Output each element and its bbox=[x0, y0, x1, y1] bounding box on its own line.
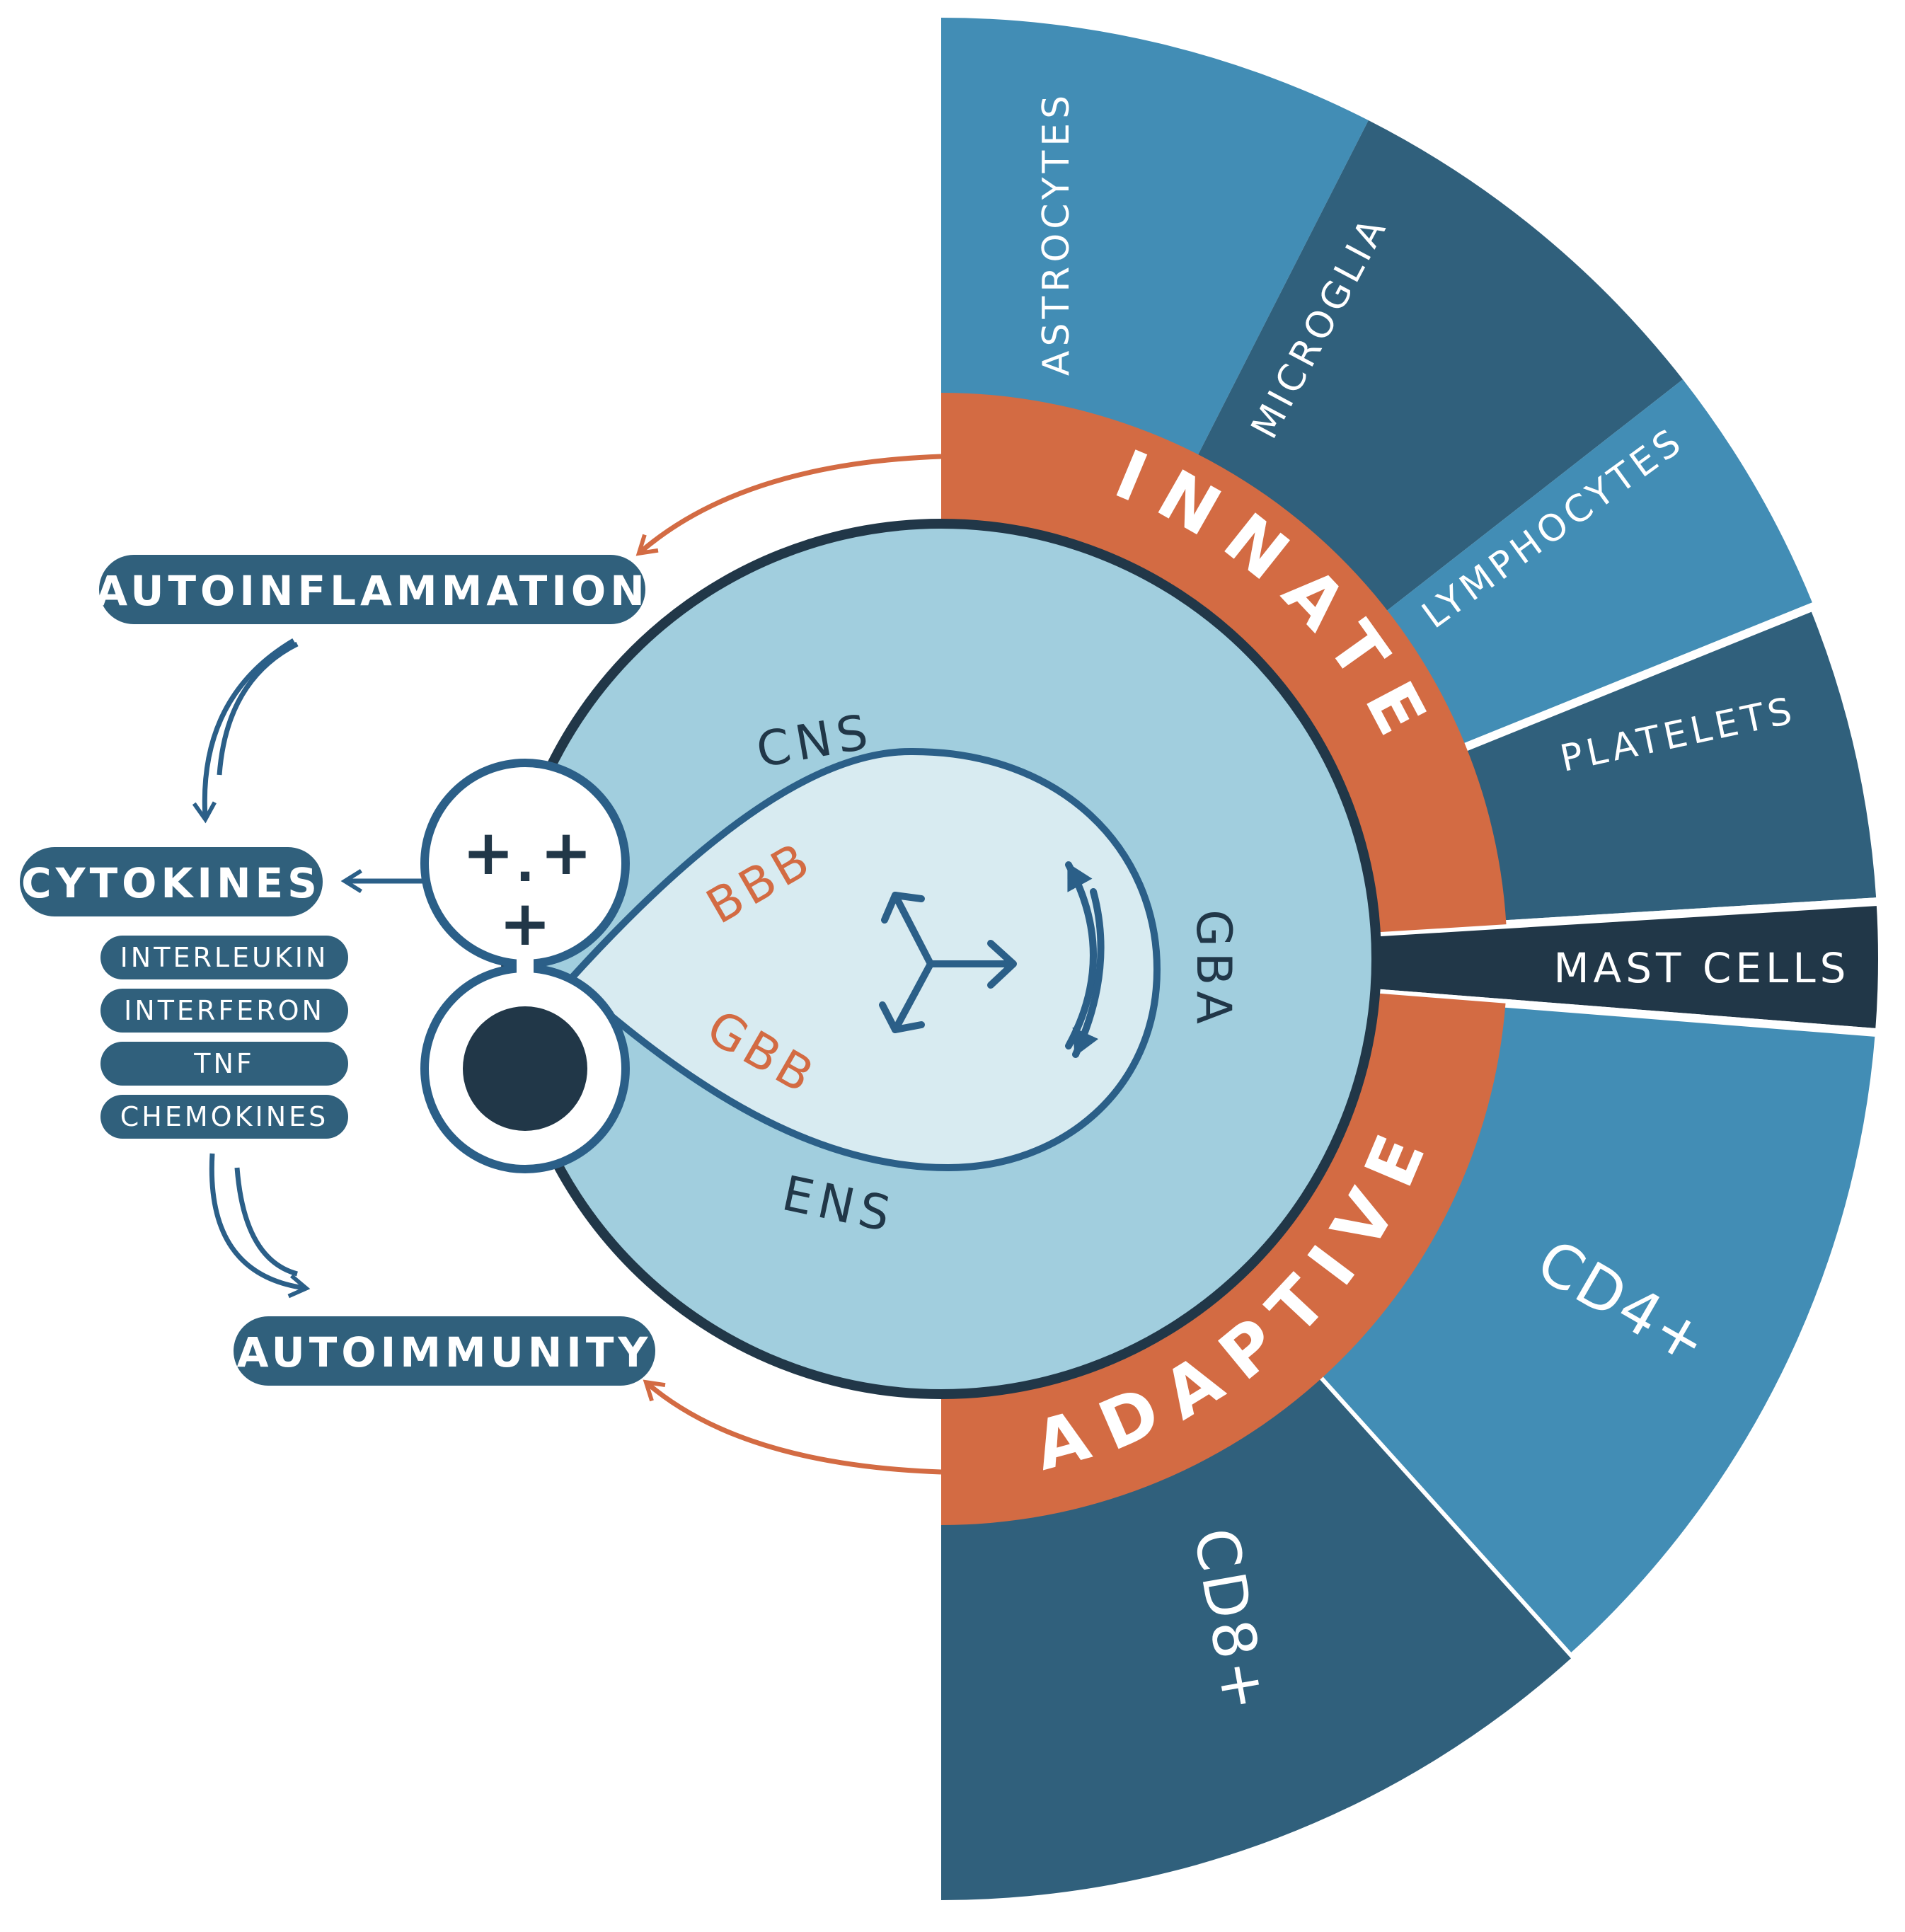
three-way-arrow-icon bbox=[879, 892, 1017, 1033]
cytokine-item-label: INTERLEUKIN bbox=[120, 942, 329, 973]
segment-label-mast-cells: MAST CELLS bbox=[1554, 944, 1851, 992]
cytokines-pill: CYTOKINES bbox=[20, 847, 323, 916]
segment-label-astrocytes: ASTROCYTES bbox=[1035, 91, 1078, 376]
autoimmunity-pill: AUTOIMMUNITY bbox=[234, 1316, 655, 1386]
plus-symbol-3: + bbox=[499, 887, 551, 960]
autoinflammation-pill: AUTOINFLAMMATION bbox=[96, 555, 648, 624]
svg-text:AUTOIMMUNITY: AUTOIMMUNITY bbox=[237, 1328, 652, 1376]
plus-symbol-2: + bbox=[540, 816, 592, 889]
dot-symbol: . bbox=[516, 835, 535, 893]
feedback-arrow-icon bbox=[635, 454, 942, 556]
adaptive-band bbox=[941, 992, 1506, 1525]
cytokine-list: INTERLEUKIN INTERFERON TNF CHEMOKINES bbox=[100, 936, 348, 1139]
cytokine-item-label: CHEMOKINES bbox=[120, 1101, 329, 1132]
cytokine-item-label: TNF bbox=[193, 1048, 255, 1079]
cytokine-item-interleukin bbox=[100, 936, 348, 979]
nucleus bbox=[463, 1006, 587, 1131]
gba-label: GBA bbox=[1185, 909, 1241, 1030]
barrier-teardrop bbox=[564, 747, 1161, 1172]
feedback-arrow-icon bbox=[643, 1379, 942, 1475]
cytokine-item-tnf bbox=[100, 1042, 348, 1086]
cytokine-item-interferon bbox=[100, 989, 348, 1033]
plus-symbol-1: + bbox=[462, 816, 514, 889]
svg-text:CYTOKINES: CYTOKINES bbox=[21, 859, 321, 907]
cytokine-item-label: INTERFERON bbox=[124, 995, 325, 1026]
loop-arrows bbox=[192, 638, 423, 1299]
bidirectional-arc-arrow-icon bbox=[1065, 861, 1105, 1058]
innate-band bbox=[941, 393, 1507, 933]
immunity-bands bbox=[941, 393, 1507, 1525]
figure-eight-cell-icon: + + + . bbox=[420, 759, 630, 1173]
cytokine-item-chemokines bbox=[100, 1095, 348, 1139]
svg-text:AUTOINFLAMMATION: AUTOINFLAMMATION bbox=[96, 567, 648, 615]
